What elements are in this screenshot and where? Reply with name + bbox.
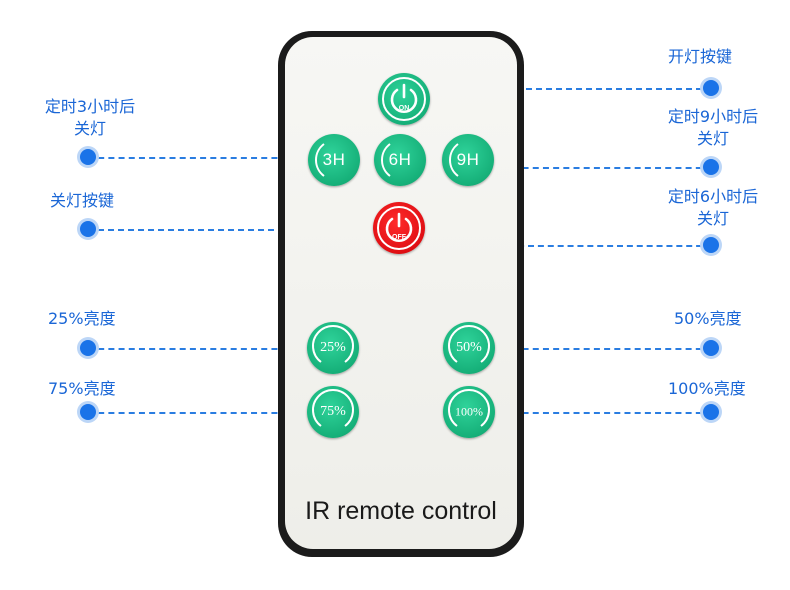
callout-dot-75 [80,404,96,420]
brightness-75-button[interactable]: 75% [307,386,359,438]
timer-9h-label: 9H [456,150,480,169]
callout-timer-9h: 定时9小时后 关灯 [667,107,759,148]
leader-3h [88,157,308,159]
callout-dot-6h [703,237,719,253]
callout-brightness-75: 75%亮度 [48,379,116,398]
timer-6h-label: 6H [388,150,412,169]
brightness-25-label: 25% [320,340,346,355]
remote-face: ON 3H 6H 9H OFF [285,37,517,549]
power-icon [382,77,426,121]
on-button[interactable]: ON [378,73,430,125]
on-button-label: ON [398,105,410,112]
leader-6h-c [439,245,712,247]
off-button-label: OFF [392,234,406,241]
brightness-50-label: 50% [456,340,482,355]
callout-dot-100 [703,404,719,420]
leader-75 [88,412,308,414]
callout-on-key: 开灯按键 [668,47,733,66]
callout-dot-25 [80,340,96,356]
callout-timer-6h: 定时6小时后 关灯 [667,187,759,228]
callout-brightness-100: 100%亮度 [668,379,746,398]
callout-dot-3h [80,149,96,165]
callout-timer-3h: 定时3小时后 关灯 [44,97,136,138]
brightness-50-button[interactable]: 50% [443,322,495,374]
leader-25 [88,348,308,350]
leader-100 [492,412,712,414]
brightness-75-label: 75% [320,404,346,419]
callout-dot-off [80,221,96,237]
callout-brightness-50: 50%亮度 [674,309,742,328]
callout-dot-on [703,80,719,96]
callout-off-key: 关灯按键 [50,191,115,210]
callout-dot-9h [703,159,719,175]
power-icon [377,206,421,250]
remote-control: ON 3H 6H 9H OFF [278,31,524,557]
brightness-100-button[interactable]: 100% [443,386,495,438]
leader-off [88,229,374,231]
timer-6h-button[interactable]: 6H [374,134,426,186]
callout-dot-50 [703,340,719,356]
brightness-25-button[interactable]: 25% [307,322,359,374]
timer-3h-label: 3H [322,150,346,169]
brightness-100-label: 100% [455,404,483,419]
callout-brightness-25: 25%亮度 [48,309,116,328]
leader-50 [492,348,712,350]
remote-model-label: IR remote control [305,497,497,525]
leader-9h [492,167,712,169]
timer-9h-button[interactable]: 9H [442,134,494,186]
timer-3h-button[interactable]: 3H [308,134,360,186]
off-button[interactable]: OFF [373,202,425,254]
leader-on [426,88,712,90]
